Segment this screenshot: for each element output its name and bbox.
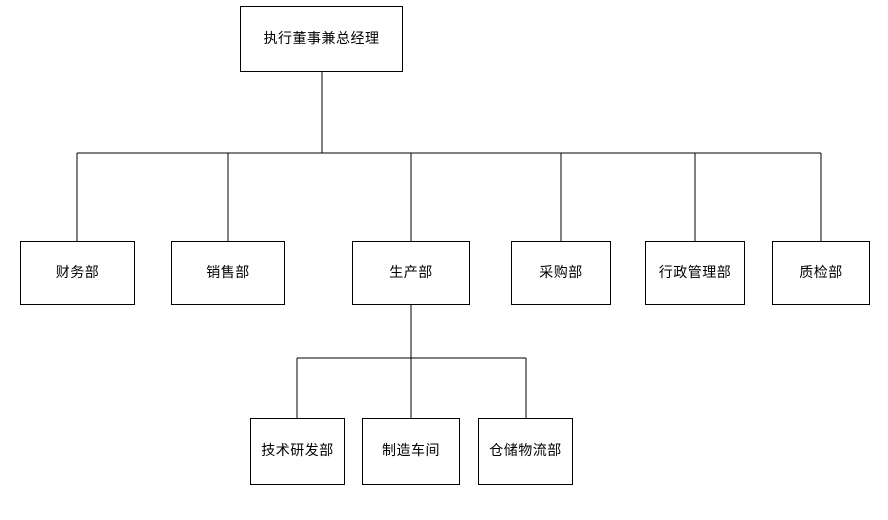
- node-logistics-label: 仓储物流部: [489, 443, 562, 460]
- node-logistics[interactable]: 仓储物流部: [478, 418, 573, 485]
- node-procurement-label: 采购部: [539, 264, 583, 281]
- node-workshop-label: 制造车间: [382, 443, 440, 460]
- node-quality[interactable]: 质检部: [772, 241, 870, 305]
- node-production-label: 生产部: [389, 264, 433, 281]
- node-root[interactable]: 执行董事兼总经理: [240, 6, 403, 72]
- node-production[interactable]: 生产部: [352, 241, 470, 305]
- node-root-label: 执行董事兼总经理: [263, 30, 380, 47]
- node-rnd[interactable]: 技术研发部: [250, 418, 345, 485]
- node-sales-label: 销售部: [206, 264, 250, 281]
- node-sales[interactable]: 销售部: [171, 241, 285, 305]
- node-procurement[interactable]: 采购部: [511, 241, 611, 305]
- node-quality-label: 质检部: [799, 264, 843, 281]
- node-finance[interactable]: 财务部: [20, 241, 135, 305]
- node-finance-label: 财务部: [55, 264, 100, 281]
- node-administration[interactable]: 行政管理部: [645, 241, 745, 305]
- node-administration-label: 行政管理部: [658, 264, 732, 281]
- node-rnd-label: 技术研发部: [261, 443, 334, 460]
- node-workshop[interactable]: 制造车间: [362, 418, 460, 485]
